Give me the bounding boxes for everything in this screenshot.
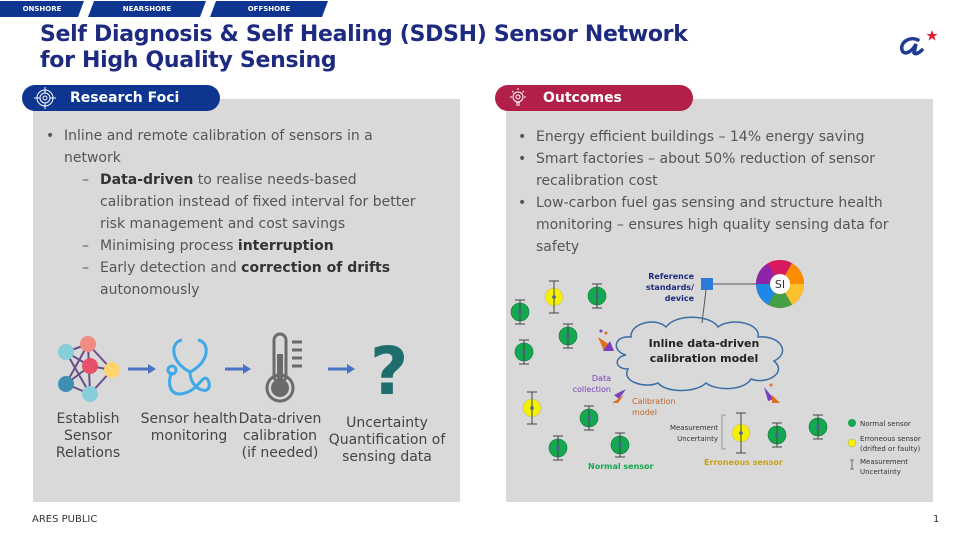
list-item: •Low-carbon fuel gas sensing and structu…: [518, 195, 889, 255]
normal-sensor-marker: [587, 283, 607, 309]
calibration-cloud: [615, 316, 784, 392]
outcomes-bullets: •Energy efficient buildings – 14% energy…: [518, 126, 928, 258]
data-exchange-icon: [598, 329, 780, 403]
lightbulb-icon: [510, 88, 526, 106]
normal-sensor-marker: [808, 414, 828, 440]
research-foci-title: Research Foci: [70, 90, 180, 106]
svg-text:Measurement: Measurement: [860, 458, 908, 466]
list-item: – Data-driven to realise needs-based cal…: [82, 172, 416, 232]
normal-sensor-marker: [767, 422, 787, 448]
outcomes-header: Outcomes: [495, 85, 693, 111]
question-mark-icon: ?: [370, 333, 408, 410]
list-item: • Inline and remote calibration of senso…: [46, 128, 373, 166]
erroneous-sensor-marker: [731, 412, 751, 454]
erroneous-sensor-label: Erroneous sensor: [704, 458, 783, 467]
normal-sensor-marker: [558, 323, 578, 349]
normal-sensor-marker: [548, 435, 568, 461]
normal-sensor-marker: [579, 405, 599, 431]
cloud-label-2: calibration model: [650, 352, 759, 365]
normal-sensor-marker: [610, 432, 630, 458]
reference-label-2: standards/: [646, 283, 694, 292]
legend: Normal sensor Erroneous sensor (drifted …: [847, 419, 921, 476]
reference-label-3: device: [665, 294, 695, 303]
nav-tabs: ONSHORE NEARSHORE OFFSHORE: [0, 1, 332, 17]
list-item: •Smart factories – about 50% reduction o…: [518, 151, 876, 189]
research-foci-header: Research Foci: [22, 85, 220, 111]
data-label-2: collection: [573, 385, 611, 394]
page-number: 1: [933, 514, 940, 525]
svg-text:Erroneous sensor: Erroneous sensor: [860, 435, 921, 443]
stethoscope-icon: [166, 338, 211, 396]
mu-label-2: Uncertainty: [677, 435, 718, 443]
erroneous-sensor-marker: [522, 391, 542, 425]
a-star-logo-icon: [900, 30, 938, 56]
si-wheel-icon: SI: [756, 259, 804, 309]
outcomes-panel: [506, 99, 933, 502]
svg-text:Normal sensor: Normal sensor: [860, 420, 911, 428]
sensor-network-diagram: Reference standards/ device SI Inline da…: [510, 259, 921, 476]
cloud-label-1: Inline data-driven: [649, 337, 760, 350]
calib-label-1: Calibration: [632, 397, 676, 406]
arrow-icon: [328, 364, 355, 374]
mu-label-1: Measurement: [670, 424, 718, 432]
calib-label-2: model: [632, 408, 657, 417]
list-item: – Minimising process interruption: [82, 238, 334, 254]
arrow-icon: [128, 364, 156, 374]
svg-text:(drifted or faulty): (drifted or faulty): [860, 445, 920, 453]
thermometer-icon: [265, 332, 302, 403]
sensor-markers: [510, 280, 828, 461]
title-line-2: for High Quality Sensing: [40, 48, 337, 73]
tab-nearshore[interactable]: NEARSHORE: [88, 1, 206, 17]
svg-text:Uncertainty: Uncertainty: [860, 468, 901, 476]
target-icon: [34, 87, 56, 109]
normal-sensor-marker: [514, 339, 534, 365]
arrow-icon: [225, 364, 251, 374]
title-line-1: Self Diagnosis & Self Healing (SDSH) Sen…: [40, 22, 688, 47]
data-label-1: Data: [592, 374, 611, 383]
normal-sensor-marker: [510, 299, 530, 325]
research-panel: [33, 99, 460, 502]
svg-text:?: ?: [370, 333, 408, 410]
reference-device-icon: [701, 278, 713, 290]
tab-onshore[interactable]: ONSHORE: [0, 1, 84, 17]
normal-sensor-label: Normal sensor: [588, 462, 654, 471]
si-label: SI: [775, 278, 785, 291]
network-icon: [58, 336, 120, 402]
page-title: Self Diagnosis & Self Healing (SDSH) Sen…: [40, 22, 688, 74]
erroneous-sensor-marker: [544, 280, 564, 314]
reference-label-1: Reference: [648, 272, 694, 281]
research-bullets: • Inline and remote calibration of senso…: [46, 125, 446, 301]
research-flow: ?: [58, 332, 408, 410]
list-item: •Energy efficient buildings – 14% energy…: [518, 129, 865, 145]
footer-classification: ARES PUBLIC: [32, 514, 98, 525]
tab-offshore[interactable]: OFFSHORE: [210, 1, 328, 17]
outcomes-title: Outcomes: [543, 90, 622, 106]
list-item: – Early detection and correction of drif…: [82, 260, 391, 298]
